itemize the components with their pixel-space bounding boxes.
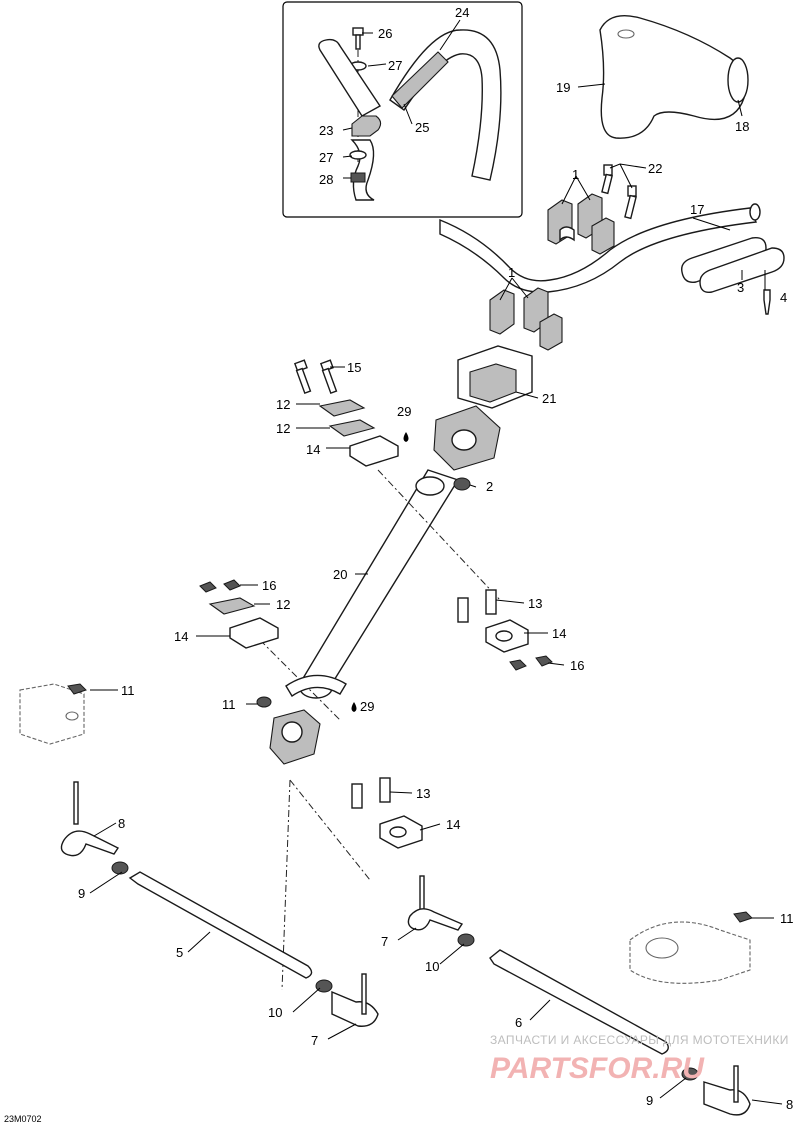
- diagram-code: 23M0702: [4, 1114, 42, 1124]
- grip-3: [681, 237, 785, 293]
- callout-15: 15: [347, 360, 361, 375]
- callout-27-upper: 27: [388, 58, 402, 73]
- callout-11-c: 11: [780, 911, 794, 926]
- inset-detail: [282, 1, 523, 218]
- callout-12-c: 12: [276, 597, 290, 612]
- grip-cover-19: [599, 15, 749, 139]
- callout-9-left: 9: [78, 886, 85, 901]
- watermark: ЗАПЧАСТИ И АКСЕССУАРЫ ДЛЯ МОТОТЕХНИКИ PA…: [490, 1033, 789, 1085]
- bracket-left: [19, 683, 87, 745]
- callout-16-a: 16: [262, 578, 276, 593]
- callout-13-b: 13: [416, 786, 430, 801]
- leader-lines: [89, 19, 783, 1105]
- callout-14-b: 14: [174, 629, 188, 644]
- grab-handle-24: [389, 29, 502, 181]
- callout-19: 19: [556, 80, 570, 95]
- callout-4: 4: [780, 290, 787, 305]
- washer-27-lower: [349, 150, 367, 160]
- grip-end-18: [727, 57, 749, 103]
- screw-26: [352, 27, 364, 50]
- callout-16-b: 16: [570, 658, 584, 673]
- callout-10-left: 10: [268, 1005, 282, 1020]
- callout-11-a: 11: [121, 683, 135, 698]
- callout-9-right: 9: [646, 1093, 653, 1108]
- callout-21: 21: [542, 391, 556, 406]
- callout-25: 25: [415, 120, 429, 135]
- callout-29-lower: 29: [360, 699, 374, 714]
- riser-21: [457, 345, 533, 409]
- callout-28: 28: [319, 172, 333, 187]
- callout-14-d: 14: [446, 817, 460, 832]
- handlebar-17: [439, 203, 761, 293]
- callout-7-left: 7: [311, 1033, 318, 1048]
- tie-rod-left-5: [60, 781, 379, 1027]
- lower-spacers-13: [351, 777, 423, 849]
- clamp-lower-1: [489, 287, 563, 351]
- callout-labels: 26 27 24 23 25 27 28 19 18 22 1 17 1 3 4…: [78, 5, 794, 1112]
- bolts-22: [601, 164, 637, 220]
- callout-18: 18: [735, 119, 749, 134]
- callout-17: 17: [690, 202, 704, 217]
- watermark-logo: PARTSFOR.RU: [490, 1052, 705, 1085]
- upper-bearing-clamp: [293, 359, 399, 467]
- callout-11-b: 11: [222, 697, 236, 712]
- callout-24: 24: [455, 5, 469, 20]
- clamp-23: [351, 115, 382, 137]
- callout-23: 23: [319, 123, 333, 138]
- callout-13-a: 13: [528, 596, 542, 611]
- callout-26: 26: [378, 26, 392, 41]
- tie-rod-right-6: [407, 875, 751, 1116]
- callout-6: 6: [515, 1015, 522, 1030]
- callout-14-c: 14: [552, 626, 566, 641]
- lower-right-clamp: [457, 589, 553, 671]
- callout-7-right: 7: [381, 934, 388, 949]
- steering-column-20: [299, 405, 501, 699]
- bar-end-stub: [318, 38, 382, 117]
- callout-29-upper: 29: [397, 404, 411, 419]
- grease-drop-29b: [351, 702, 357, 712]
- grease-drop-29a: [403, 432, 409, 442]
- callout-3: 3: [737, 280, 744, 295]
- callout-12-a: 12: [276, 397, 290, 412]
- nut-28: [350, 172, 366, 183]
- callout-12-b: 12: [276, 421, 290, 436]
- callout-14-a: 14: [306, 442, 320, 457]
- callout-10-right: 10: [425, 959, 439, 974]
- callout-2: 2: [486, 479, 493, 494]
- callout-27-lower: 27: [319, 150, 333, 165]
- nut-2: [453, 477, 471, 491]
- callout-22: 22: [648, 161, 662, 176]
- callout-5: 5: [176, 945, 183, 960]
- watermark-text: ЗАПЧАСТИ И АКСЕССУАРЫ ДЛЯ МОТОТЕХНИКИ: [490, 1033, 789, 1047]
- callout-8-left: 8: [118, 816, 125, 831]
- callout-1-upper: 1: [572, 167, 579, 182]
- bracket-right: [629, 911, 753, 984]
- pad-25: [391, 51, 449, 109]
- callout-8-right: 8: [786, 1097, 793, 1112]
- callout-1-lower: 1: [508, 265, 515, 280]
- pin-4: [763, 289, 771, 315]
- clamp-upper-1: [547, 193, 615, 255]
- lower-left-clamp: [199, 579, 279, 649]
- callout-20: 20: [333, 567, 347, 582]
- lower-column-flange: [256, 674, 347, 765]
